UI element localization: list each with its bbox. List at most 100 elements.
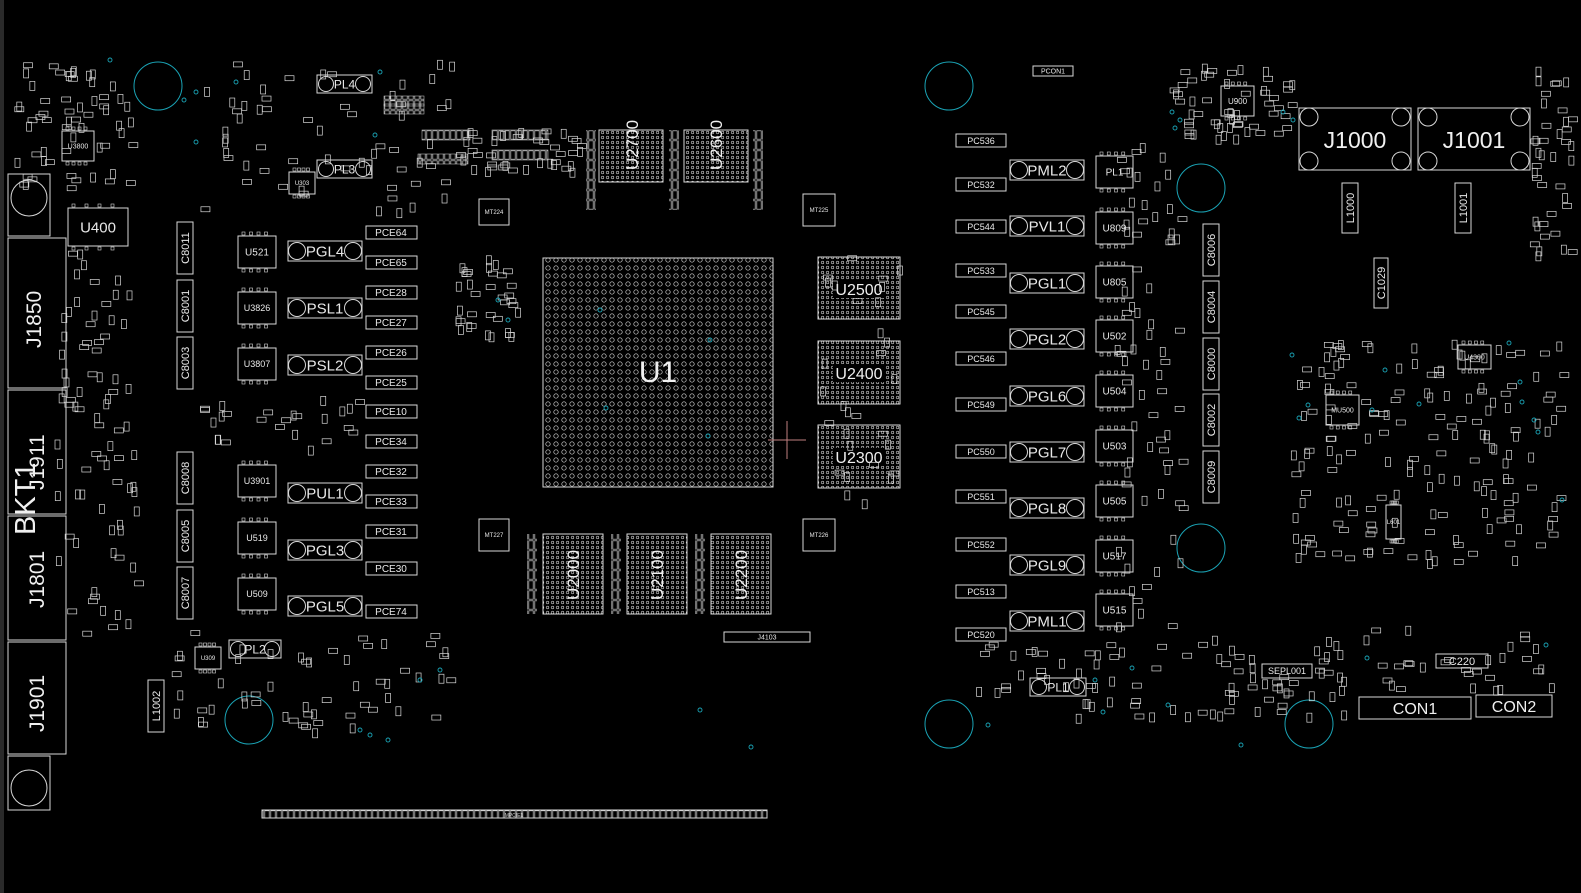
passive-pad — [547, 158, 554, 169]
passive-pad — [1262, 679, 1268, 690]
pad-row — [527, 534, 537, 614]
ic-label: U517 — [1103, 552, 1127, 563]
passive-pad — [1538, 221, 1549, 227]
passive-pad — [38, 110, 49, 117]
passive-pad — [472, 152, 483, 158]
passive-pad — [1167, 623, 1178, 629]
passive-pad — [1160, 359, 1171, 365]
passive-pad — [1426, 371, 1437, 378]
part-sepl001: SEPL001 — [1261, 663, 1313, 679]
passive-pad — [40, 98, 51, 104]
passive-pad — [426, 163, 436, 169]
ic-l601: L601 — [1385, 500, 1402, 544]
passive-pad — [173, 708, 180, 719]
passive-pad — [466, 279, 473, 290]
passive-pad — [45, 159, 55, 166]
passive-pad — [200, 407, 210, 413]
passive-pad — [1560, 244, 1567, 255]
capacitor-label: PC550 — [967, 447, 995, 457]
capacitor-label: PCE33 — [375, 497, 407, 508]
passive-pad — [878, 275, 889, 282]
passive-pad — [1221, 661, 1231, 668]
passive-pad — [368, 706, 378, 713]
passive-pad — [555, 151, 566, 157]
part-label: C220 — [1449, 656, 1475, 668]
inductor-pl4: PL4 — [316, 74, 373, 94]
passive-pad — [1109, 654, 1120, 660]
via — [1290, 117, 1296, 123]
capacitor-c8005: C8005 — [176, 509, 194, 563]
ic-pl1: PL1 — [1095, 151, 1134, 193]
passive-pad — [1336, 454, 1342, 465]
capacitor-pce27: PCE27 — [365, 315, 418, 330]
passive-pad — [1556, 495, 1567, 501]
inductor-pgl1: PGL1 — [1009, 272, 1085, 294]
passive-pad — [89, 279, 100, 285]
ic-label: U3901 — [244, 476, 271, 486]
passive-pad — [457, 305, 463, 316]
passive-pad — [1132, 266, 1142, 273]
passive-pad — [82, 630, 93, 637]
connector-j1850: J1850 — [23, 291, 46, 348]
passive-pad — [64, 71, 75, 77]
passive-pad — [229, 97, 236, 108]
passive-pad — [1407, 467, 1413, 477]
passive-pad — [505, 328, 511, 338]
passive-pad — [845, 407, 851, 418]
passive-pad — [551, 160, 558, 170]
passive-pad — [1283, 81, 1293, 88]
capacitor-label: PC536 — [967, 136, 995, 146]
passive-pad — [1531, 163, 1542, 169]
passive-pad — [1178, 458, 1189, 465]
passive-pad — [86, 70, 92, 81]
passive-pad — [241, 100, 248, 111]
passive-pad — [73, 538, 79, 548]
passive-pad — [1124, 563, 1131, 574]
passive-pad — [1326, 446, 1333, 456]
passive-pad — [396, 208, 403, 219]
passive-pad — [1300, 382, 1310, 388]
passive-pad — [1332, 550, 1343, 557]
passive-pad — [1568, 116, 1578, 123]
pad-row — [417, 153, 469, 165]
ic-label: U400 — [80, 219, 116, 236]
via — [705, 433, 711, 439]
capacitor-c8003: C8003 — [176, 336, 194, 390]
passive-pad — [1383, 410, 1390, 420]
passive-pad — [54, 491, 61, 501]
passive-pad — [1166, 204, 1173, 214]
passive-pad — [133, 506, 140, 517]
passive-pad — [251, 700, 262, 706]
via — [193, 139, 199, 145]
passive-pad — [571, 138, 582, 144]
passive-pad — [127, 483, 133, 494]
passive-pad — [1204, 71, 1215, 78]
passive-pad — [488, 270, 498, 277]
passive-pad — [459, 263, 466, 274]
passive-pad — [1010, 650, 1017, 661]
passive-pad — [1202, 97, 1212, 104]
passive-pad — [131, 487, 138, 497]
connector-label: J1000 — [1324, 127, 1387, 153]
part-c220: C220 — [1435, 653, 1489, 669]
via — [437, 667, 443, 673]
passive-pad — [1390, 397, 1401, 403]
passive-pad — [1177, 82, 1188, 88]
ic-label: U805 — [1103, 278, 1127, 289]
passive-pad — [1535, 66, 1542, 77]
passive-pad — [980, 650, 990, 657]
inductor-pgl8: PGL8 — [1009, 497, 1085, 519]
passive-pad — [1332, 343, 1343, 349]
passive-pad — [1336, 497, 1342, 508]
passive-pad — [118, 128, 125, 139]
passive-pad — [472, 137, 483, 144]
passive-pad — [488, 332, 495, 343]
passive-pad — [1157, 388, 1168, 395]
capacitor-pc551: PC551 — [955, 489, 1007, 504]
passive-pad — [1165, 239, 1176, 246]
passive-pad — [282, 711, 289, 722]
ic-label: U505 — [1103, 497, 1127, 508]
ic-label: U3800 — [68, 144, 89, 151]
via — [505, 317, 511, 323]
via — [1165, 702, 1171, 708]
